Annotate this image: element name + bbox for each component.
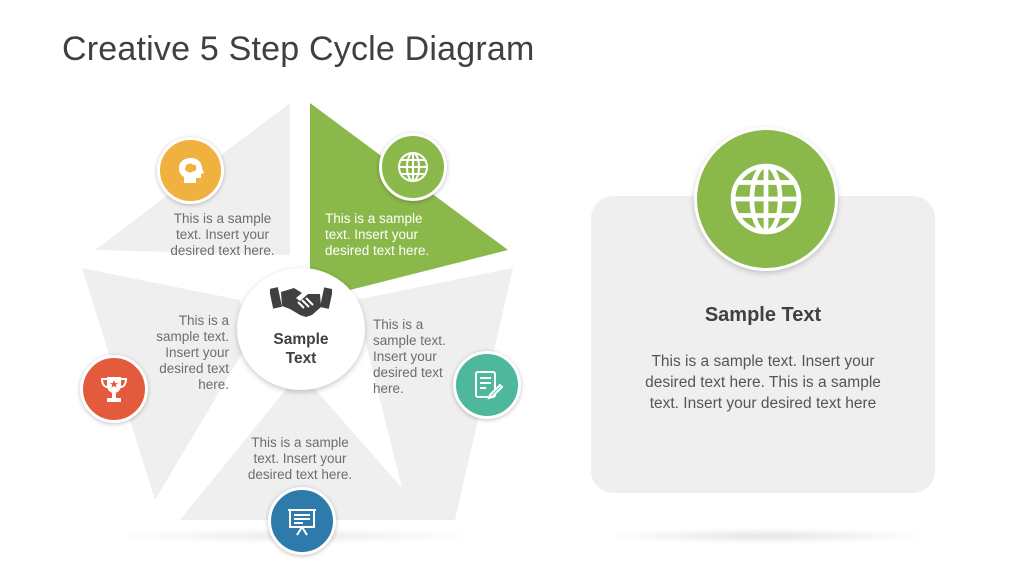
- segment-top-right-text: This is a sample text. Insert your desir…: [325, 211, 430, 258]
- segment-bottom[interactable]: [180, 372, 430, 520]
- panel-globe-badge[interactable]: [694, 127, 838, 271]
- trophy-icon-badge[interactable]: [80, 355, 148, 423]
- detail-panel: Sample Text This is a sample text. Inser…: [591, 196, 935, 493]
- panel-body: This is a sample text. Insert your desir…: [645, 353, 881, 412]
- head-icon: [178, 157, 204, 183]
- trophy-icon: [100, 377, 128, 402]
- document-edit-icon: [475, 371, 504, 400]
- globe-icon: [730, 163, 802, 235]
- globe-icon-badge[interactable]: [379, 133, 447, 201]
- segment-top-right[interactable]: [310, 103, 508, 300]
- head-icon-badge[interactable]: [157, 137, 224, 204]
- document-edit-icon-badge[interactable]: [453, 351, 521, 419]
- segment-left[interactable]: [82, 268, 250, 500]
- segment-right-text: This is a sample text. Insert your desir…: [373, 317, 446, 396]
- segment-right[interactable]: [355, 268, 513, 520]
- presentation-board-icon: [288, 509, 316, 536]
- center-hub[interactable]: Sample Text: [237, 268, 365, 390]
- panel-shadow: [600, 528, 930, 544]
- hub-label: Sample Text: [273, 331, 329, 367]
- segment-left-text: This is a sample text. Insert your desir…: [156, 313, 229, 392]
- panel-title: Sample Text: [704, 304, 822, 326]
- page-title: Creative 5 Step Cycle Diagram: [62, 30, 535, 68]
- globe-icon: [398, 152, 428, 182]
- segment-top-left-text: This is a sample text. Insert your desir…: [170, 211, 275, 258]
- presentation-board-icon-badge[interactable]: [268, 487, 336, 555]
- handshake-icon: [270, 287, 332, 317]
- segment-bottom-text: This is a sample text. Insert your desir…: [247, 435, 353, 482]
